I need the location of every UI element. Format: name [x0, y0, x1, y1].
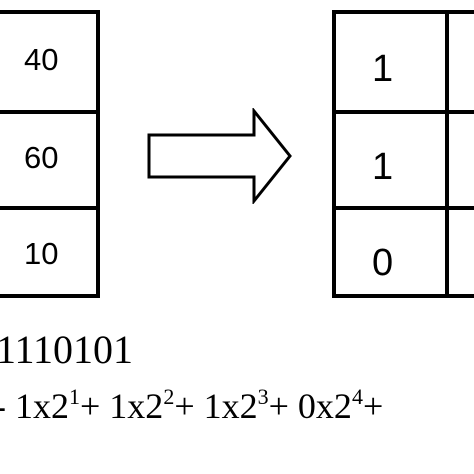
binary-code-text: 1110101 [0, 327, 134, 372]
formula-term: - 1x21 [0, 384, 80, 426]
input-cell-value: 10 [24, 236, 59, 271]
input-cell: 60 [0, 110, 96, 206]
binary-cell: 0 [336, 206, 474, 302]
input-cell-value: 40 [24, 42, 59, 77]
formula-term: + [362, 386, 384, 426]
binary-cell-value: 0 [372, 242, 394, 284]
grid-divider [445, 14, 449, 294]
formula-term: + 1x23 [174, 384, 269, 426]
binary-cell: 1 [336, 110, 474, 206]
binary-cell-value: 1 [372, 48, 394, 90]
input-cell: 10 [0, 206, 96, 302]
formula-term: + 0x24 [268, 384, 363, 426]
formula-term: + 1x22 [80, 384, 175, 426]
input-cell: 40 [0, 14, 96, 110]
weighted-sum-formula: - 1x21+ 1x22+ 1x23+ 0x24+ [0, 384, 384, 426]
binary-output-grid: 1 1 0 [332, 10, 474, 298]
input-value-column: 40 60 10 [0, 10, 100, 298]
binary-cell: 1 [336, 14, 474, 110]
right-arrow-icon [146, 106, 296, 206]
binary-cell-value: 1 [372, 146, 394, 188]
input-cell-value: 60 [24, 140, 59, 175]
